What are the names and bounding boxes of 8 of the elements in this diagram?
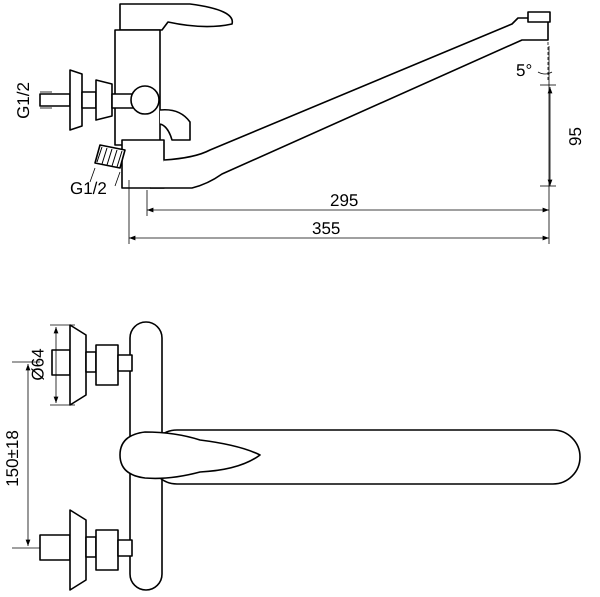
dimension-label: 5° <box>516 62 532 79</box>
dimension-label: 150±18 <box>4 430 21 487</box>
dimension-label: G1/2 <box>14 82 32 119</box>
dimension-label: 295 <box>330 192 358 209</box>
dimension-label: 355 <box>312 220 340 237</box>
dimension-label: 95 <box>566 127 584 146</box>
dimension-label: G1/2 <box>70 180 107 197</box>
dimension-label: Ø64 <box>30 348 47 381</box>
